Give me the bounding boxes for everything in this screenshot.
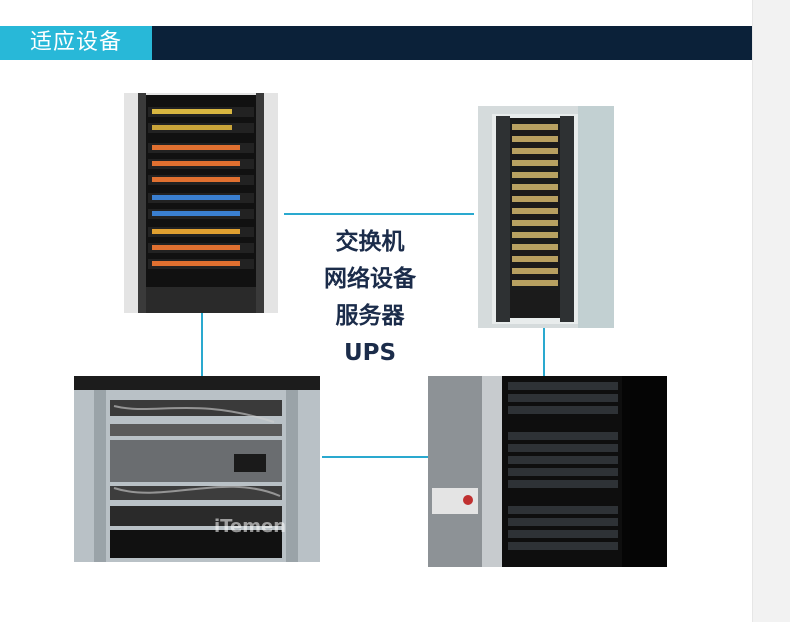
- server-rack-photo: iTemen: [74, 376, 320, 562]
- switch-rack-photo: [124, 93, 278, 313]
- network-cabinet-image: [478, 106, 614, 328]
- blade-server-image: [428, 376, 667, 567]
- side-panel: [752, 0, 790, 622]
- label-ups: UPS: [343, 340, 397, 366]
- connector-top: [284, 213, 474, 215]
- connector-bottom: [322, 456, 428, 458]
- blade-server-photo: [428, 376, 667, 567]
- switch-rack-image: [124, 93, 278, 313]
- server-rack-image: [74, 376, 320, 562]
- header-bar: 适应设备: [0, 26, 752, 60]
- label-switch: 交换机: [335, 229, 405, 255]
- label-server: 服务器: [335, 303, 405, 329]
- label-network-device: 网络设备: [324, 266, 416, 292]
- header-title: 适应设备: [0, 26, 152, 60]
- network-cabinet-photo: [478, 106, 614, 328]
- device-category-list: 交换机 网络设备 服务器 UPS: [300, 224, 440, 372]
- connector-right: [543, 328, 545, 376]
- connector-left: [201, 312, 203, 378]
- photo-watermark: iTemen: [214, 516, 287, 537]
